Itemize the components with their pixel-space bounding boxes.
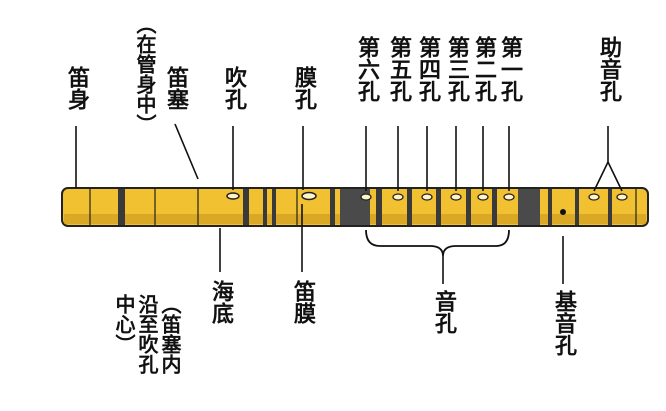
body-band [243,189,249,225]
label-hole-3: 第三孔 [444,36,469,102]
tone-hole-mark [421,193,433,201]
body-band [466,189,471,225]
label-hole-6: 第六孔 [354,36,379,102]
body-band [407,189,412,225]
body-band [575,189,579,225]
label-flute-body: 笛身 [64,66,89,110]
label-membrane: 笛膜 [290,280,315,324]
aux-hole-mark [616,193,628,201]
tone-hole-mark [450,193,462,201]
label-bottom-note: （笛塞内沿至吹孔中心） [112,294,182,374]
body-band [518,189,540,225]
label-aux-holes: 助音孔 [596,36,621,102]
tone-holes-brace [365,229,510,257]
label-plug-note: （在管身中） [133,14,157,134]
base-hole-mark [560,209,566,215]
body-band [118,189,125,225]
tone-hole-mark [360,193,372,201]
tone-hole-mark [392,193,404,201]
label-hole-5: 第五孔 [386,36,411,102]
body-band [330,189,335,225]
body-band [376,189,382,225]
body-band [608,189,612,225]
body-band [263,189,267,225]
label-hole-2: 第二孔 [471,36,496,102]
body-band [548,189,552,225]
label-membrane-hole: 膜孔 [291,66,316,110]
body-band [436,189,441,225]
leader-lines [75,123,623,284]
body-band [492,189,497,225]
label-hole-1: 第一孔 [497,36,522,102]
blow-hole-mark [226,192,240,200]
label-tone-holes: 音孔 [431,290,456,334]
aux-hole-mark [588,193,600,201]
membrane-hole-mark [301,191,317,201]
label-hole-4: 第四孔 [415,36,440,102]
label-bottom: 海底 [208,280,233,324]
label-plug: 笛塞 [163,66,188,110]
flute-body [61,187,649,227]
label-base-hole: 基音孔 [551,290,576,356]
body-band [272,189,276,225]
label-blow-hole: 吹孔 [221,66,246,110]
tone-hole-mark [503,193,515,201]
tone-hole-mark [477,193,489,201]
